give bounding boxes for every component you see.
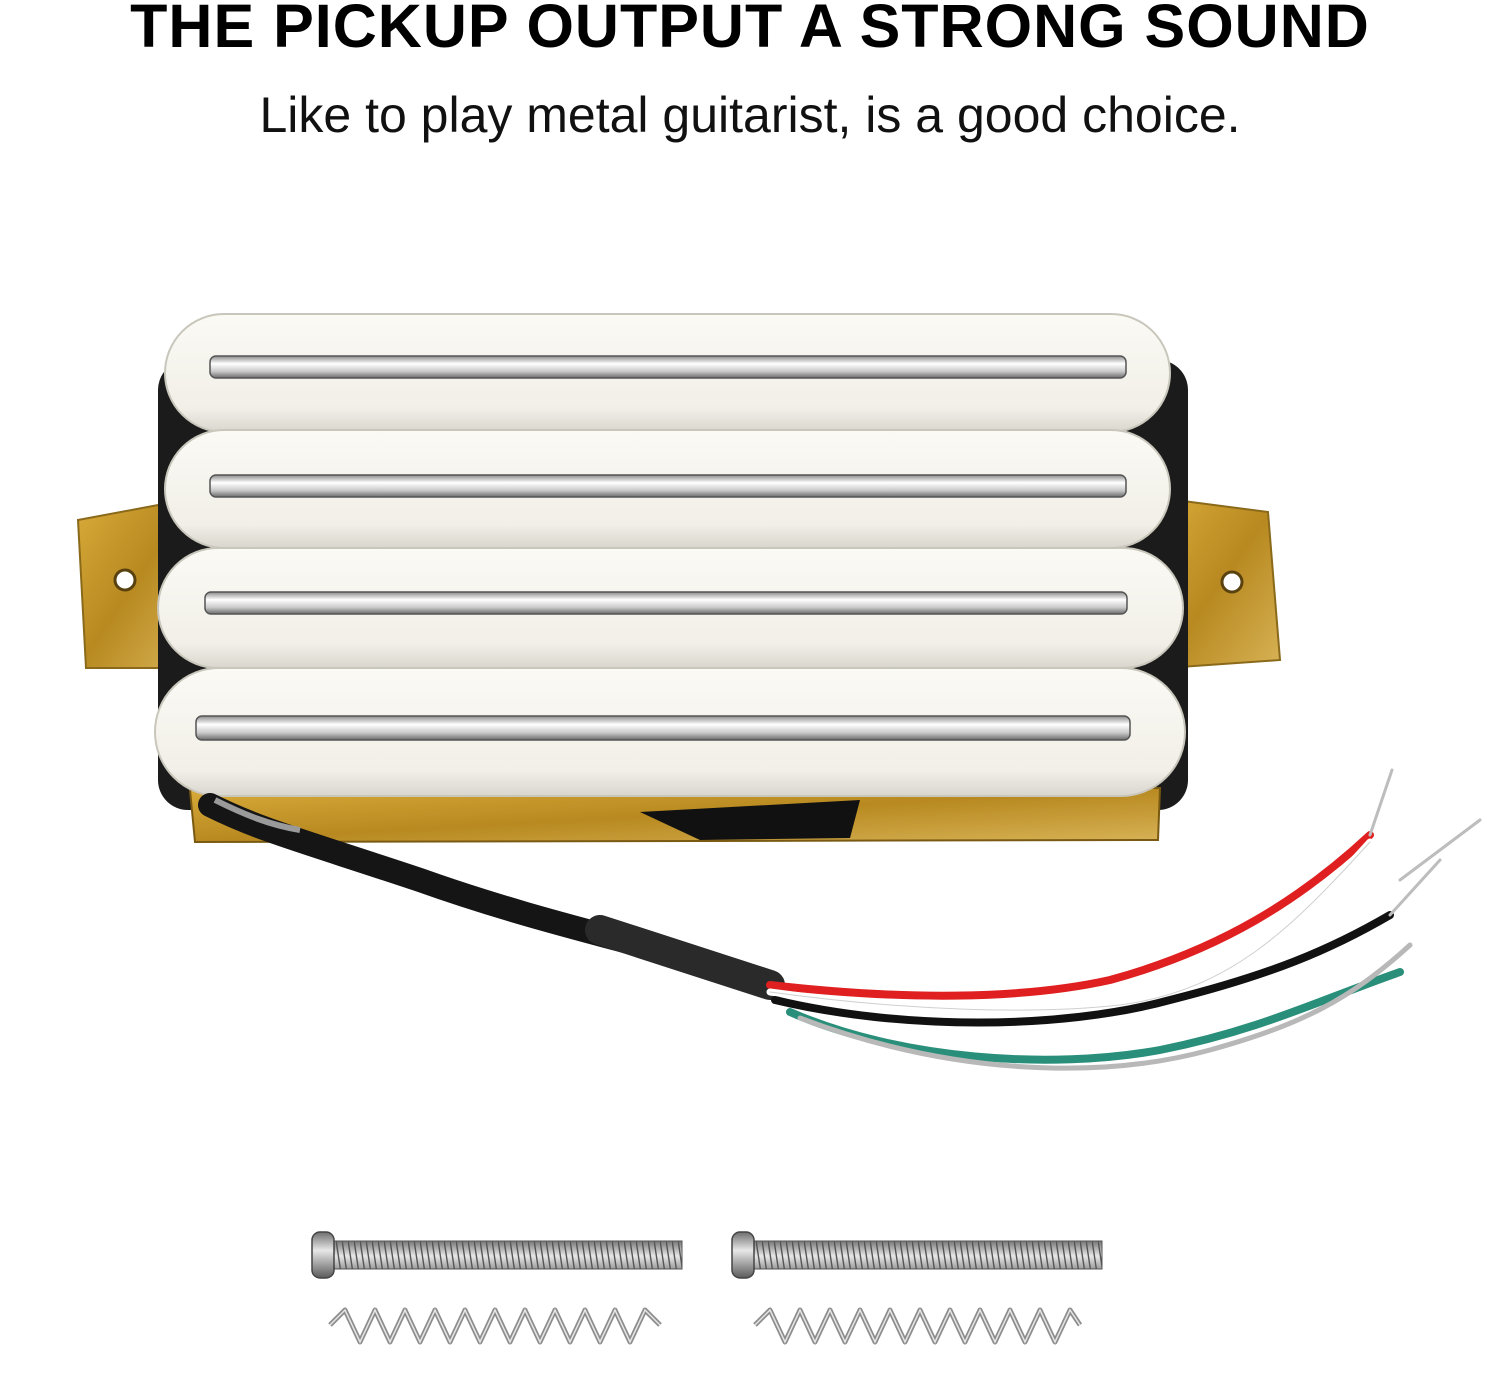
rail-cover-3 — [157, 547, 1184, 669]
subline: Like to play metal guitarist, is a good … — [259, 87, 1241, 143]
rail-cover-2 — [164, 429, 1171, 549]
mounting-tab-right — [1158, 496, 1282, 670]
spring-1 — [328, 1307, 662, 1345]
rail-cover-4 — [154, 667, 1186, 797]
mounting-screw-1 — [311, 1231, 683, 1279]
rail-cover-1 — [164, 313, 1171, 433]
pickup-cable — [198, 793, 785, 1000]
headline: THE PICKUP OUTPUT A STRONG SOUND — [130, 0, 1370, 60]
spring-2 — [753, 1307, 1083, 1345]
lead-wires — [766, 768, 1482, 1071]
mounting-screw-2 — [731, 1231, 1103, 1279]
